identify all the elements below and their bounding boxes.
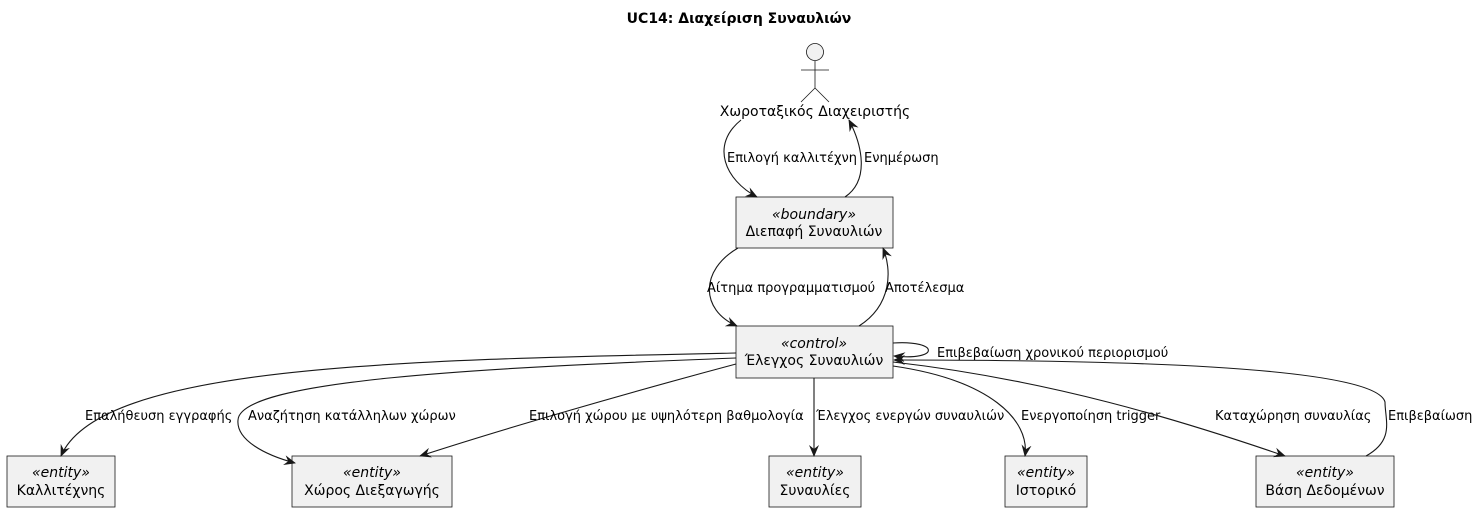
edge-boundary-to-control xyxy=(708,247,739,327)
edge-label-control-to-artist: Επαλήθευση εγγραφής xyxy=(85,409,232,424)
entity-box xyxy=(6,455,116,508)
edge-control-self xyxy=(892,342,929,363)
edge-control-to-db xyxy=(892,361,1286,458)
entity-name: Βάση Δεδομένων xyxy=(1265,483,1384,499)
entity-node-history[interactable]: «entity» Ιστορικό xyxy=(1004,455,1088,508)
entity-node-concerts[interactable]: «entity» Συναυλίες xyxy=(768,455,862,508)
actor-right-leg xyxy=(814,87,830,103)
edge-label-boundary-to-actor: Ενημέρωση xyxy=(864,151,939,166)
edge-label-actor-to-boundary: Επιλογή καλλιτέχνη xyxy=(727,151,857,166)
edge-label-control-to-concerts: Έλεγχος ενεργών συναυλιών xyxy=(815,409,1004,424)
entity-box xyxy=(1004,455,1088,508)
edge-label-control-to-venue-select: Επιλογή χώρου με υψηλότερη βαθμολογία xyxy=(529,409,804,424)
edge-label-control-to-db: Καταχώρηση συναυλίας xyxy=(1215,409,1371,424)
actor-head xyxy=(806,43,824,61)
entity-stereotype: «entity» xyxy=(32,465,90,481)
edge-label-boundary-to-control: Αίτημα προγραμματισμού xyxy=(707,281,875,296)
boundary-box xyxy=(735,196,894,249)
control-box xyxy=(735,325,894,379)
actor-name: Χωροταξικός Διαχειριστής xyxy=(720,104,910,120)
edge-label-control-self: Επιβεβαίωση χρονικού περιορισμού xyxy=(937,346,1168,361)
edge-db-to-control xyxy=(893,355,1388,457)
edge-boundary-to-actor xyxy=(844,119,862,198)
entity-name: Καλλιτέχνης xyxy=(17,483,106,499)
edge-label-db-to-control: Επιβεβαίωση xyxy=(1388,409,1472,424)
edge-control-to-history xyxy=(892,365,1032,457)
entity-node-venue[interactable]: «entity» Χώρος Διεξαγωγής xyxy=(291,455,453,508)
edge-control-to-boundary xyxy=(858,247,892,327)
edge-label-control-to-boundary: Αποτέλεσμα xyxy=(885,281,964,296)
entity-box xyxy=(1255,455,1395,508)
diagram-title: UC14: Διαχείριση Συναυλιών xyxy=(627,11,852,27)
edge-control-to-artist xyxy=(60,352,737,457)
entity-stereotype: «entity» xyxy=(1017,465,1075,481)
entity-name: Χώρος Διεξαγωγής xyxy=(304,483,440,499)
entity-stereotype: «entity» xyxy=(343,465,401,481)
entity-box xyxy=(768,455,862,508)
entity-name: Συναυλίες xyxy=(780,483,851,499)
entity-node-database[interactable]: «entity» Βάση Δεδομένων xyxy=(1255,455,1395,508)
edge-actor-to-boundary xyxy=(723,119,758,198)
edge-control-to-venue-select xyxy=(419,363,737,458)
control-node[interactable]: «control» Έλεγχος Συναυλιών xyxy=(735,325,894,379)
entity-stereotype: «entity» xyxy=(786,465,844,481)
control-stereotype: «control» xyxy=(781,336,847,352)
boundary-stereotype: «boundary» xyxy=(772,207,856,223)
entity-box xyxy=(291,455,453,508)
entity-stereotype: «entity» xyxy=(1296,465,1354,481)
edge-label-control-to-history: Ενεργοποίηση trigger xyxy=(1021,409,1161,424)
edge-label-control-to-venue-search: Αναζήτηση κατάλληλων χώρων xyxy=(248,409,456,424)
actor[interactable]: Χωροταξικός Διαχειριστής xyxy=(720,43,910,121)
entity-name: Ιστορικό xyxy=(1016,483,1076,499)
entity-node-artist[interactable]: «entity» Καλλιτέχνης xyxy=(6,455,116,508)
edge-control-to-venue-search xyxy=(237,357,737,465)
boundary-name: Διεπαφή Συναυλιών xyxy=(746,224,883,240)
boundary-node[interactable]: «boundary» Διεπαφή Συναυλιών xyxy=(735,196,894,249)
actor-left-leg xyxy=(800,87,816,103)
control-name: Έλεγχος Συναυλιών xyxy=(744,353,884,369)
